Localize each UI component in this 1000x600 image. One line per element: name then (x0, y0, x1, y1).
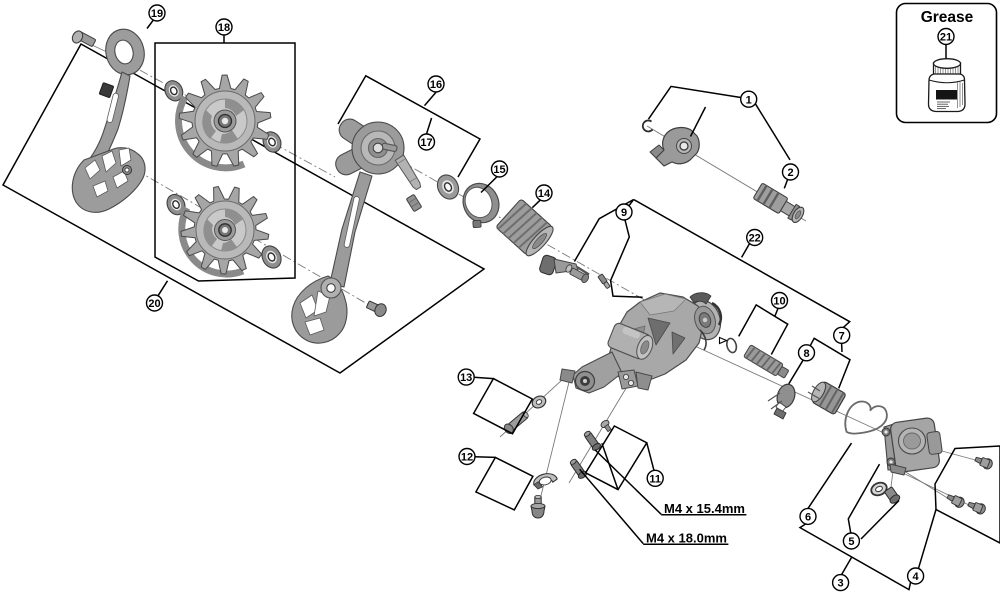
svg-text:10: 10 (773, 296, 785, 308)
svg-text:12: 12 (461, 452, 473, 464)
svg-text:M4 x 15.4mm: M4 x 15.4mm (664, 501, 745, 516)
svg-text:4: 4 (913, 571, 920, 583)
svg-text:21: 21 (940, 32, 952, 44)
svg-text:15: 15 (493, 164, 505, 176)
svg-text:13: 13 (460, 372, 472, 384)
svg-text:20: 20 (148, 298, 160, 310)
svg-text:2: 2 (787, 167, 793, 179)
svg-text:M4 x 18.0mm: M4 x 18.0mm (646, 531, 727, 546)
svg-text:3: 3 (838, 578, 844, 590)
svg-text:16: 16 (430, 79, 442, 91)
svg-text:6: 6 (805, 512, 811, 524)
svg-text:1: 1 (746, 94, 752, 106)
svg-text:17: 17 (420, 137, 432, 149)
svg-text:18: 18 (218, 22, 230, 34)
svg-text:19: 19 (151, 8, 163, 20)
svg-text:5: 5 (848, 536, 854, 548)
svg-text:8: 8 (803, 348, 809, 360)
svg-text:9: 9 (621, 207, 627, 219)
svg-text:22: 22 (749, 233, 761, 245)
svg-text:14: 14 (538, 188, 551, 200)
svg-text:Grease: Grease (921, 9, 974, 26)
svg-text:11: 11 (649, 473, 661, 485)
svg-text:7: 7 (839, 330, 845, 342)
